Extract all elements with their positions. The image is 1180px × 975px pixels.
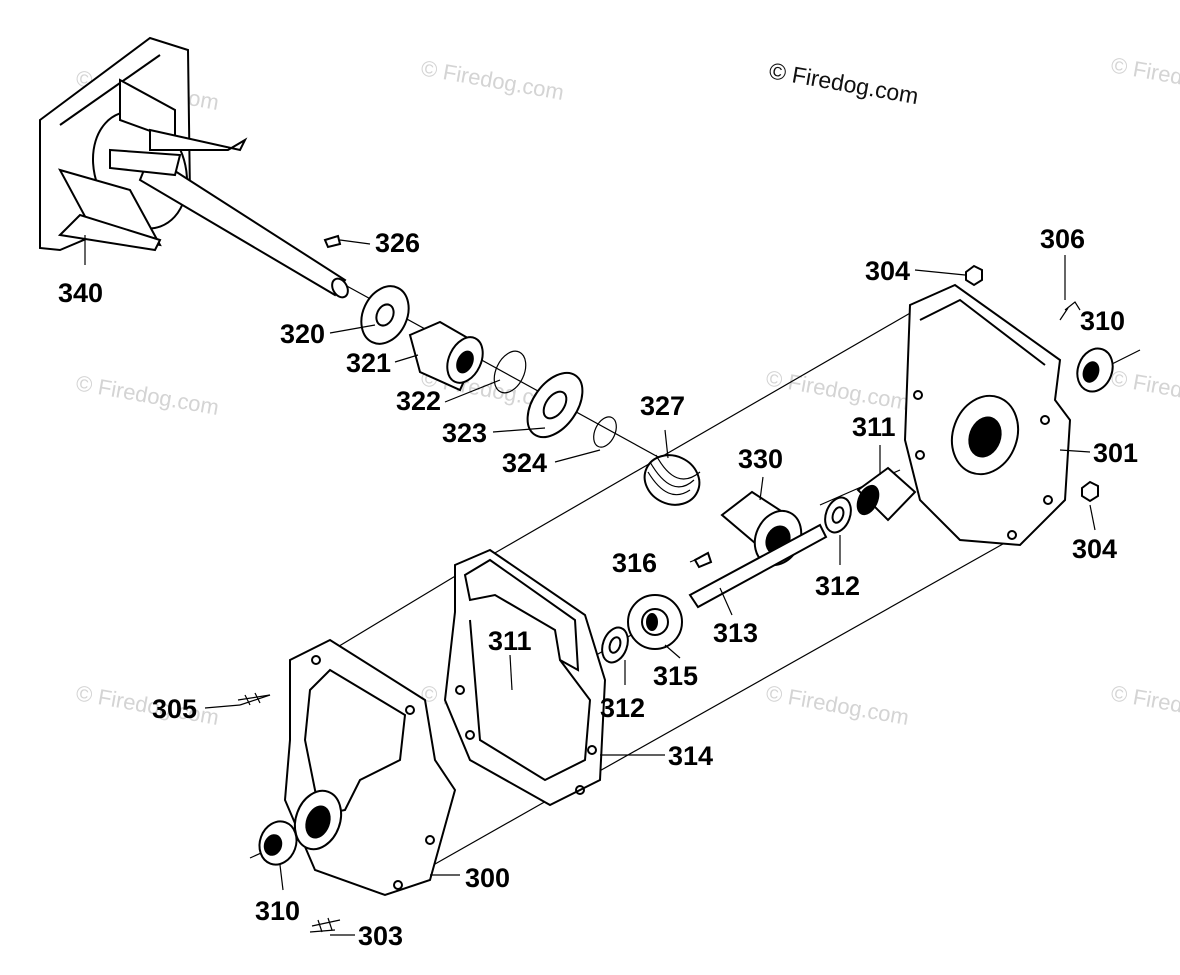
- watermark: © Firedog.com: [764, 365, 911, 415]
- housing-300: [283, 638, 457, 897]
- nut-304-bottom: [1081, 480, 1099, 503]
- thrust-bearing-323: [526, 371, 584, 439]
- screw-305: [237, 692, 271, 706]
- label-312-right: 312: [815, 571, 860, 601]
- label-304-bottom: 304: [1072, 534, 1117, 564]
- watermark: © Firedog.com: [1109, 680, 1180, 730]
- label-324: 324: [502, 448, 547, 478]
- auger-assembly-340: [39, 36, 349, 299]
- label-310-right: 310: [1080, 306, 1125, 336]
- watermark: © Firedog.com: [74, 680, 221, 730]
- housing-301: [903, 283, 1072, 547]
- label-310-left: 310: [255, 896, 300, 926]
- label-327: 327: [640, 391, 685, 421]
- label-323: 323: [442, 418, 487, 448]
- thrust-washer-322: [493, 350, 527, 394]
- watermark: © Firedog.com: [764, 680, 911, 730]
- washer-324: [593, 416, 617, 448]
- bearing-311-right: [856, 466, 917, 522]
- stud-306: [1064, 301, 1081, 311]
- nut-304-top: [965, 264, 983, 287]
- label-316: 316: [612, 548, 657, 578]
- label-340: 340: [58, 278, 103, 308]
- label-314: 314: [668, 741, 713, 771]
- label-301: 301: [1093, 438, 1138, 468]
- label-321: 321: [346, 348, 391, 378]
- bushing-321: [408, 320, 484, 392]
- copyright-text: © Firedog.com: [767, 57, 920, 109]
- label-315: 315: [653, 661, 698, 691]
- shaft-313: [688, 523, 828, 609]
- washer-320: [360, 285, 410, 345]
- watermark: © Firedog.com: [419, 55, 566, 105]
- worm-gear-327: [643, 454, 701, 506]
- label-304-top: 304: [865, 256, 910, 286]
- watermark: © Firedog.com: [1109, 52, 1180, 102]
- key-316: [693, 551, 713, 569]
- screw-303: [311, 917, 341, 933]
- gasket-314: [443, 548, 607, 807]
- washer-312-right: [824, 496, 852, 534]
- part-labels: 326 340 320 321 322 323 324 327 330 311 …: [58, 224, 1138, 951]
- bearing-310-right: [1076, 347, 1114, 393]
- label-303: 303: [358, 921, 403, 951]
- washer-312-left: [601, 626, 629, 664]
- label-300: 300: [465, 863, 510, 893]
- label-306: 306: [1040, 224, 1085, 254]
- label-330: 330: [738, 444, 783, 474]
- label-311-left: 311: [488, 626, 532, 656]
- watermark: © Firedog.com: [1109, 365, 1180, 415]
- label-313: 313: [713, 618, 758, 648]
- label-312-left: 312: [600, 693, 645, 723]
- label-322: 322: [396, 386, 441, 416]
- gear-315: [627, 594, 683, 650]
- label-305: 305: [152, 694, 197, 724]
- label-326: 326: [375, 228, 420, 258]
- leader-lines: [84, 235, 1096, 936]
- key-326: [323, 234, 342, 249]
- bearing-310-left: [258, 820, 298, 866]
- watermark: © Firedog.com: [74, 370, 221, 420]
- label-320: 320: [280, 319, 325, 349]
- label-311-right: 311: [852, 412, 896, 442]
